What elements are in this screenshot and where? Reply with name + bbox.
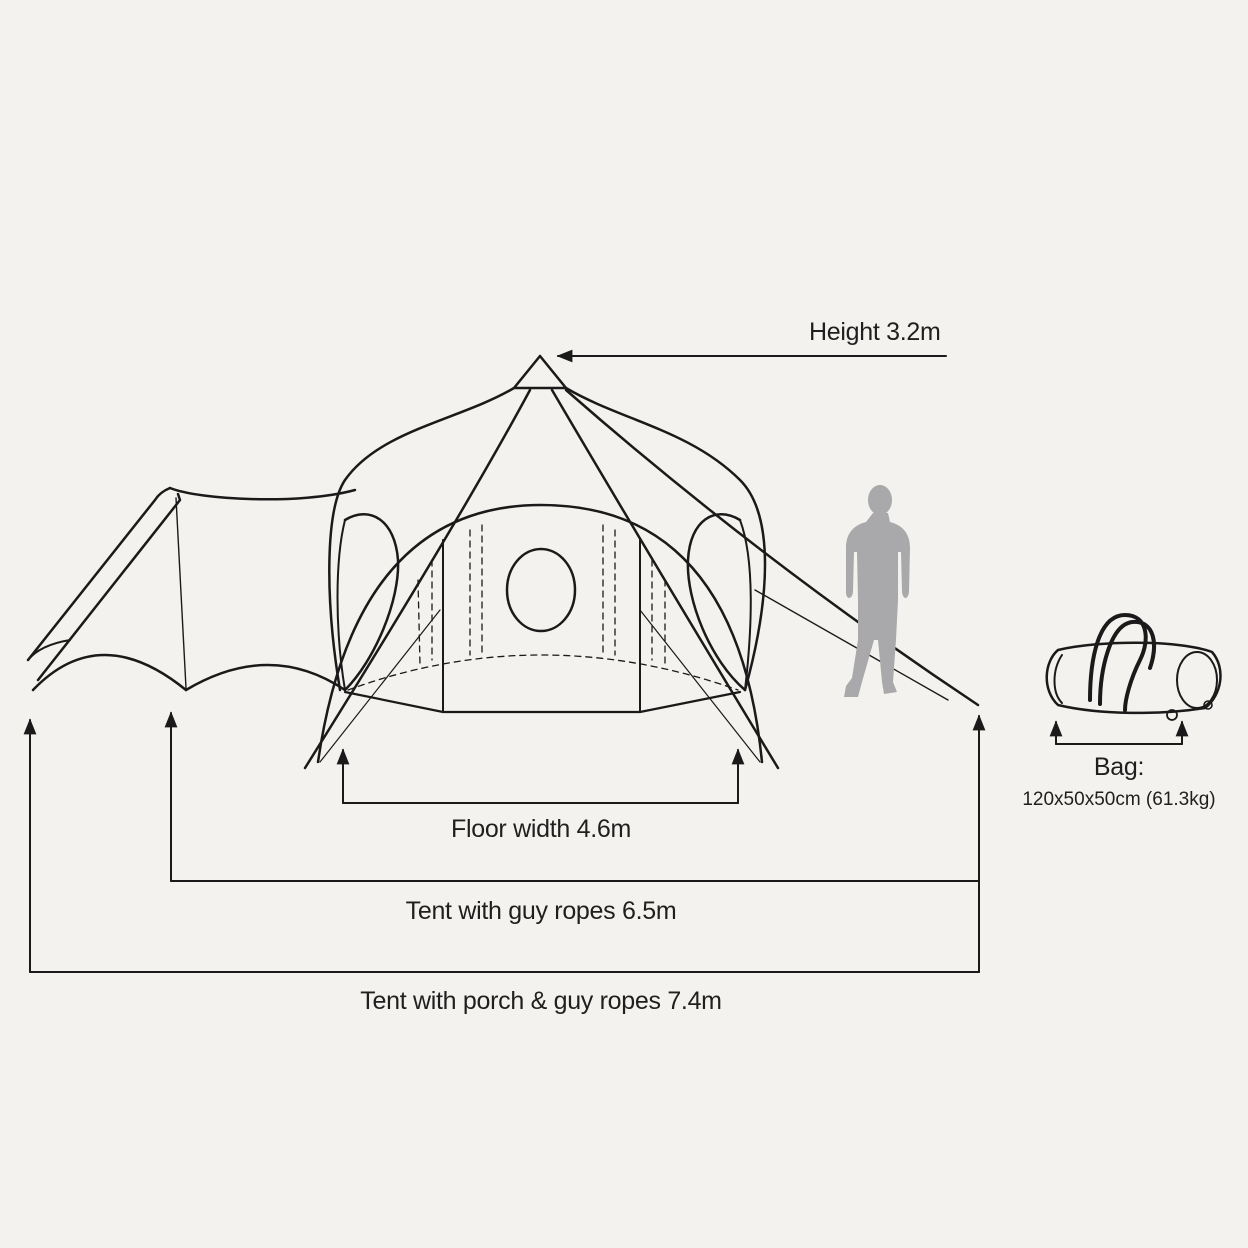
height-label: Height 3.2m [809,318,941,346]
porch-awning [26,486,357,692]
guy-ropes-label: Tent with guy ropes 6.5m [405,897,677,925]
bag-dimensions: 120x50x50cm (61.3kg) [1022,789,1216,810]
bag-title: Bag: [1093,753,1145,781]
floor-width-dimension [336,748,745,804]
porch-guy-ropes-dimension [23,714,986,973]
guy-ropes-dimension [164,711,980,882]
person-silhouette [844,485,910,697]
bag-dimension [1049,720,1189,745]
bag-icon [1045,613,1222,721]
porch-guy-ropes-label: Tent with porch & guy ropes 7.4m [360,987,722,1015]
tent-body [303,354,980,770]
floor-width-label: Floor width 4.6m [451,815,631,843]
